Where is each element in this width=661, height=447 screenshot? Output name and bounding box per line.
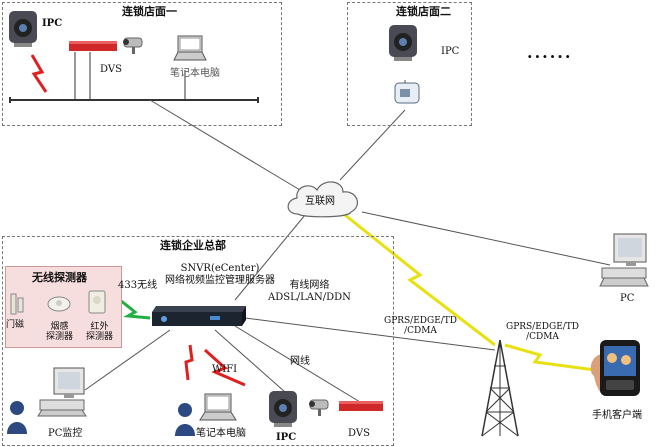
mobile-client-label: 手机客户端 [592, 410, 642, 421]
smoke-detector-icon [46, 292, 72, 312]
infrared-detector-icon [88, 290, 106, 314]
store1-internet-line [149, 99, 301, 191]
cell-tower-icon [478, 338, 522, 438]
store2-box [347, 2, 472, 126]
pc-icon [598, 232, 656, 288]
internet-cloud-icon [283, 176, 365, 222]
laptop-icon [172, 34, 208, 62]
wifi-label: WIFI [212, 364, 238, 375]
ipc-camera-icon [388, 24, 418, 62]
more-stores-dots: ...... [527, 43, 573, 62]
dvs-device-icon [338, 398, 384, 412]
dvs-device-icon [68, 38, 118, 52]
ipc-camera-icon [268, 390, 298, 428]
user-person-icon [174, 402, 196, 436]
server-internet-line [234, 214, 306, 301]
pc-label: PC [620, 293, 635, 304]
wifi-lightning [203, 348, 246, 387]
door-sensor-icon [10, 292, 24, 316]
wired-network-label: 有线网络 ADSL/LAN/DDN [268, 280, 351, 303]
store1-title: 连锁店面一 [122, 5, 177, 18]
store2-ipc-label: IPC [441, 46, 460, 57]
store2-title: 连锁店面二 [396, 5, 451, 18]
store1-laptop-label: 笔记本电脑 [170, 68, 220, 79]
hq-ipc-label: IPC [276, 432, 297, 443]
bullet-camera-icon [120, 36, 146, 56]
hq-laptop-label: 笔记本电脑 [196, 428, 246, 439]
hq-dvs-label: DVS [348, 428, 370, 439]
adapter-device-icon [392, 80, 422, 106]
gprs-lightning-cloud-tower [344, 213, 496, 347]
server-tower-line [244, 317, 496, 351]
gprs-left-label: GPRS/EDGE/TD /CDMA [384, 316, 458, 337]
smoke-detector-label: 烟感 探测器 [46, 322, 74, 343]
wireless-433-label: 433无线 [118, 280, 158, 291]
gprs-right-label: GPRS/EDGE/TD /CDMA [506, 322, 580, 343]
mobile-phone-icon [586, 336, 646, 400]
laptop-icon [198, 392, 238, 422]
infrared-detector-label: 红外 探测器 [86, 322, 114, 343]
store1-lightning [30, 54, 48, 93]
ipc-camera-icon [8, 10, 38, 48]
wireless-433-lightning [119, 298, 151, 320]
server-icon [150, 302, 250, 330]
store1-dvs-label: DVS [100, 64, 122, 75]
lan-cable-label: 网线 [290, 356, 310, 367]
bullet-camera-icon [306, 398, 332, 418]
pc-monitor-label: PC监控 [48, 428, 83, 439]
hq-title: 连锁企业总部 [160, 239, 226, 252]
pc-monitor-icon [36, 366, 94, 418]
user-person-icon [6, 400, 28, 434]
wireless-panel-title: 无线探测器 [32, 271, 87, 284]
door-sensor-label: 门磁 [6, 320, 25, 330]
store1-ipc-label: IPC [42, 18, 63, 29]
server-label: SNVR(eCenter) 网络视频监控管理服务器 [165, 263, 275, 286]
store1-box [2, 2, 282, 126]
store2-internet-line [339, 109, 406, 181]
gprs-lightning-tower-phone [504, 343, 596, 372]
internet-label: 互联网 [305, 196, 335, 207]
pc-internet-line [361, 211, 611, 266]
hq-box [2, 236, 394, 446]
